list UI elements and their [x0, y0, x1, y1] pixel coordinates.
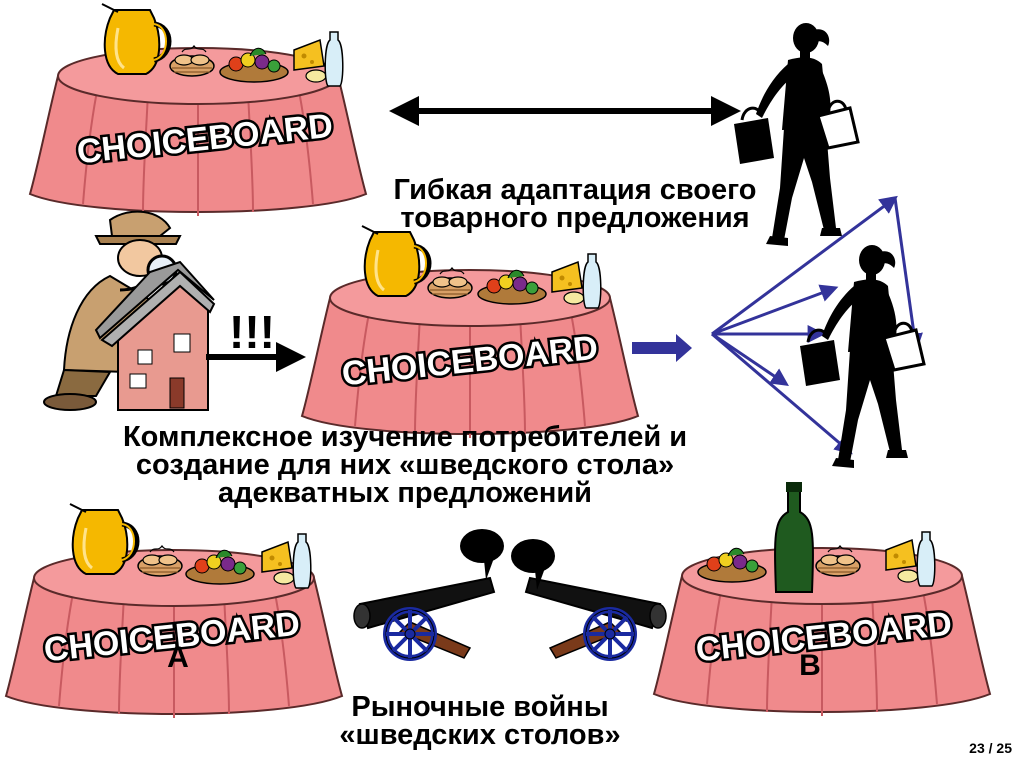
- scene-bottom: CHOICEBOARD A CHOICEBOARD B: [5, 482, 991, 719]
- caption-line: Комплексное изучение потребителей и: [122, 421, 688, 453]
- caption-line: товарного предложения: [400, 202, 750, 234]
- caption-line: Гибкая адаптация своего: [393, 174, 757, 206]
- scene-top: CHOICEBOARD: [29, 4, 860, 248]
- cannon-icon: [354, 578, 494, 658]
- wine-bottle-icon: [774, 482, 814, 593]
- caption-line: Рыночные войны: [351, 691, 609, 723]
- table-a-letter: A: [167, 641, 189, 674]
- exclaim-text: !!!: [229, 306, 275, 358]
- caption-middle: Комплексное изучение потребителей и созд…: [40, 421, 770, 509]
- page-number: 23 / 25: [969, 740, 1012, 756]
- caption-line: создание для них «шведского стола»: [135, 449, 675, 481]
- house-icon: [94, 260, 216, 411]
- scene-middle: !!! CHOICEBOARD: [43, 195, 926, 470]
- cannon-icon: [526, 578, 666, 658]
- caption-bottom: Рыночные войны «шведских столов»: [290, 691, 670, 751]
- caption-line: адекватных предложений: [217, 477, 593, 509]
- table-b-letter: B: [799, 649, 821, 682]
- arrow-blue-thick: [632, 334, 692, 362]
- caption-line: «шведских столов»: [339, 719, 621, 751]
- caption-top: Гибкая адаптация своего товарного предло…: [330, 174, 820, 234]
- speech-bubble-icon: [460, 529, 504, 580]
- blue-arrows: [711, 195, 923, 455]
